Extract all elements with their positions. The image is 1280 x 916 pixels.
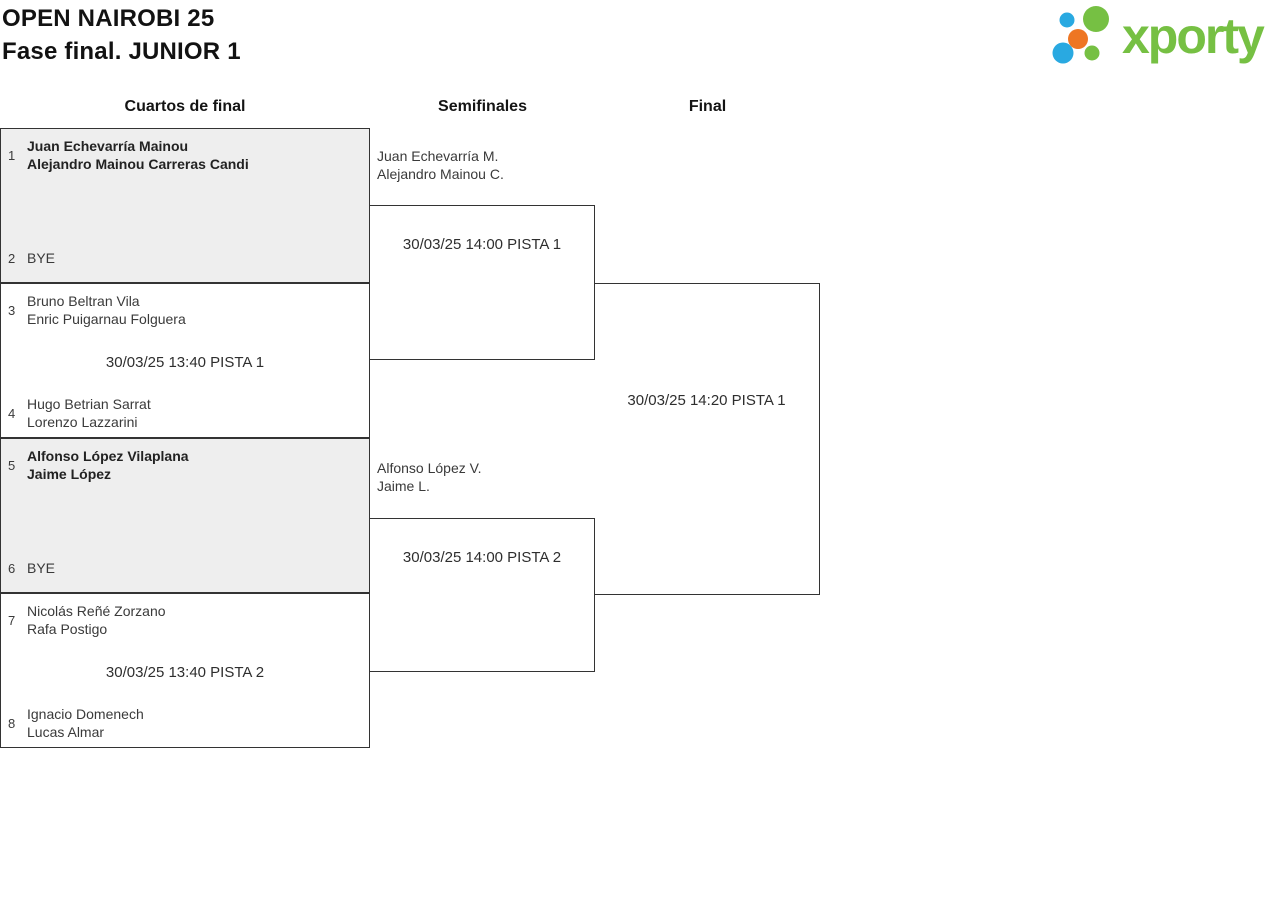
player-name: Alejandro Mainou C. [377,166,504,182]
player-name: Lucas Almar [27,724,105,740]
match-box-qf2: 3 Bruno Beltran Vila Enric Puigarnau Fol… [0,283,370,438]
seed-number: 5 [8,457,16,473]
team-names: Hugo Betrian Sarrat Lorenzo Lazzarini [27,395,151,431]
match-box-qf4: 7 Nicolás Reñé Zorzano Rafa Postigo 30/0… [0,593,370,748]
player-name: Ignacio Domenech [27,706,144,722]
player-name: Jaime López [27,466,112,482]
match-box-qf1: 1 Juan Echevarría Mainou Alejandro Maino… [0,128,370,283]
player-name: Alejandro Mainou Carreras Candi [27,156,249,172]
qf1-team-top-row: 1 Juan Echevarría Mainou Alejandro Maino… [8,137,363,173]
team-names: BYE [27,559,55,577]
team-names: Juan Echevarría Mainou Alejandro Mainou … [27,137,249,173]
round-header-final: Final [688,98,727,115]
player-name: Alfonso López V. [377,460,482,476]
team-names: BYE [27,249,55,267]
final-schedule: 30/03/25 14:20 PISTA 1 [627,392,786,409]
player-name: Jaime L. [377,478,430,494]
seed-number: 4 [8,405,16,421]
player-name: Juan Echevarría M. [377,148,499,164]
xporty-logo[interactable]: xporty [1048,0,1265,72]
logo-dots-icon [1052,6,1109,64]
match-box-sf2: 30/03/25 14:00 PISTA 2 [369,518,595,672]
tournament-name: OPEN NAIROBI 25 [2,5,215,32]
seed-number: 3 [8,302,16,318]
qf1-team-bottom-row: 2 BYE [8,240,363,276]
match-box-final: 30/03/25 14:20 PISTA 1 [594,283,820,595]
player-name: Enric Puigarnau Folguera [27,311,186,327]
qf4-schedule: 30/03/25 13:40 PISTA 2 [105,664,265,681]
player-name: Nicolás Reñé Zorzano [27,603,166,619]
round-header-semifinales: Semifinales [438,98,527,115]
bye-label: BYE [27,250,56,266]
seed-number: 7 [8,612,16,628]
player-name: Hugo Betrian Sarrat [27,396,151,412]
qf2-team-bottom-row: 4 Hugo Betrian Sarrat Lorenzo Lazzarini [8,395,363,431]
player-name: Rafa Postigo [27,621,108,637]
player-name: Alfonso López Vilaplana [27,448,189,464]
team-names: Alfonso López Vilaplana Jaime López [27,447,189,483]
sf2-schedule: 30/03/25 14:00 PISTA 2 [402,549,562,566]
qf3-team-bottom-row: 6 BYE [8,550,363,586]
qf2-schedule: 30/03/25 13:40 PISTA 1 [105,354,265,371]
page-title: OPEN NAIROBI 25 Fase final. JUNIOR 1 [2,2,241,68]
qf2-team-top-row: 3 Bruno Beltran Vila Enric Puigarnau Fol… [8,292,363,328]
qf3-team-top-row: 5 Alfonso López Vilaplana Jaime López [8,447,363,483]
match-box-qf3: 5 Alfonso López Vilaplana Jaime López 6 … [0,438,370,593]
team-names: Nicolás Reñé Zorzano Rafa Postigo [27,602,166,638]
seed-number: 1 [8,147,16,163]
team-names: Ignacio Domenech Lucas Almar [27,705,144,741]
phase-name: Fase final. JUNIOR 1 [2,38,241,65]
round-header-cuartos: Cuartos de final [124,98,246,115]
player-name: Lorenzo Lazzarini [27,414,138,430]
logo-wordmark: xporty [1122,8,1265,64]
qf4-team-bottom-row: 8 Ignacio Domenech Lucas Almar [8,705,363,741]
player-name: Bruno Beltran Vila [27,293,140,309]
sf1-schedule: 30/03/25 14:00 PISTA 1 [402,236,562,253]
seed-number: 6 [8,560,16,576]
bye-label: BYE [27,560,56,576]
match-box-sf1: 30/03/25 14:00 PISTA 1 [369,205,595,360]
sf2-advancing-team: Alfonso López V. Jaime L. [377,459,482,495]
qf4-team-top-row: 7 Nicolás Reñé Zorzano Rafa Postigo [8,602,363,638]
player-name: Juan Echevarría Mainou [27,138,189,154]
seed-number: 8 [8,715,16,731]
seed-number: 2 [8,250,16,266]
team-names: Bruno Beltran Vila Enric Puigarnau Folgu… [27,292,186,328]
sf1-advancing-team: Juan Echevarría M. Alejandro Mainou C. [377,147,504,183]
